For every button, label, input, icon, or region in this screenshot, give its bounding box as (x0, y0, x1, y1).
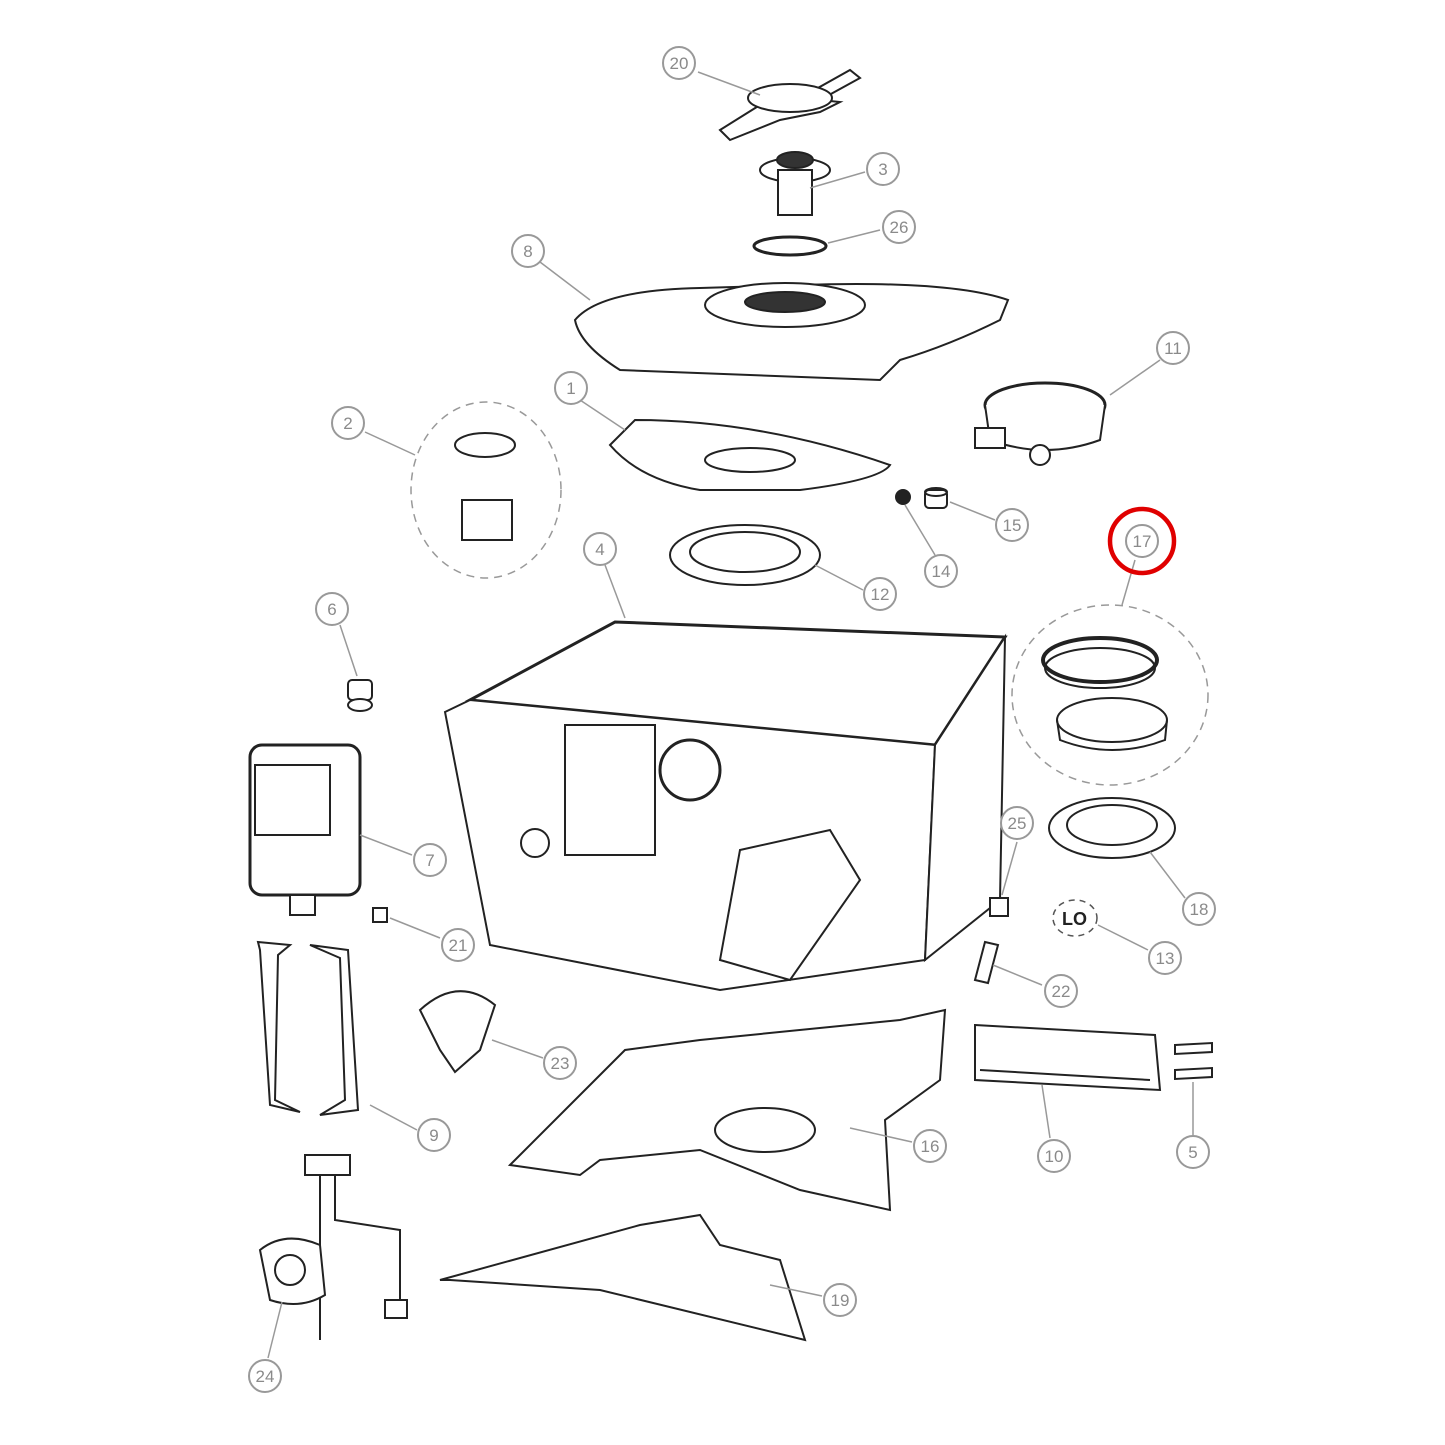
callout-10: 10 (1037, 1139, 1071, 1173)
callout-25: 25 (1000, 806, 1034, 840)
svg-text:11: 11 (1164, 339, 1182, 358)
svg-text:15: 15 (1003, 516, 1022, 535)
callout-3: 3 (866, 152, 900, 186)
svg-text:20: 20 (670, 54, 689, 73)
callout-23: 23 (543, 1046, 577, 1080)
svg-text:7: 7 (425, 851, 434, 870)
part-25 (989, 897, 1009, 917)
svg-text:16: 16 (921, 1137, 940, 1156)
callout-2: 2 (331, 406, 365, 440)
callout-1: 1 (554, 371, 588, 405)
svg-text:22: 22 (1052, 982, 1071, 1001)
part-26-o-ring (752, 235, 828, 257)
callout-16: 16 (913, 1129, 947, 1163)
callout-6: 6 (315, 592, 349, 626)
part-22 (973, 940, 1000, 985)
svg-text:12: 12 (871, 585, 890, 604)
callout-14: 14 (924, 554, 958, 588)
svg-text:18: 18 (1190, 900, 1209, 919)
svg-text:8: 8 (523, 242, 532, 261)
part-19 (439, 1213, 823, 1342)
part-1-cover (579, 399, 892, 491)
callout-11: 11 (1156, 331, 1190, 365)
callout-19: 19 (823, 1283, 857, 1317)
part-4-tub (443, 564, 1008, 992)
svg-text:10: 10 (1045, 1147, 1064, 1166)
svg-text:26: 26 (890, 218, 909, 237)
part-24 (258, 1154, 408, 1359)
svg-text:LO: LO (1062, 909, 1087, 929)
part-7-controller (248, 743, 413, 916)
part-14 (895, 489, 911, 505)
callout-21: 21 (441, 928, 475, 962)
part-11-pump (974, 359, 1161, 466)
svg-text:19: 19 (831, 1291, 850, 1310)
callouts: 1234567891011121314151617181920212223242… (248, 46, 1216, 1393)
callout-9: 9 (417, 1118, 451, 1152)
part-12-ring (669, 524, 864, 591)
svg-text:14: 14 (932, 562, 951, 581)
part-20-spray-arm (697, 68, 862, 142)
part-21 (372, 907, 388, 923)
callout-24: 24 (248, 1359, 282, 1393)
part-13: LO (1052, 899, 1149, 951)
highlight-ring (1107, 506, 1177, 576)
callout-18: 18 (1182, 892, 1216, 926)
callout-12: 12 (863, 577, 897, 611)
svg-text:3: 3 (878, 160, 887, 179)
svg-text:21: 21 (449, 936, 468, 955)
callout-17: 17 (1125, 524, 1159, 558)
svg-text:25: 25 (1008, 814, 1027, 833)
svg-text:5: 5 (1188, 1143, 1197, 1162)
part-17-group (1011, 559, 1209, 786)
svg-text:17: 17 (1133, 532, 1152, 551)
part-2-group (364, 401, 562, 579)
part-8-filter-plate (539, 261, 1010, 382)
part-18 (1048, 797, 1186, 899)
callout-7: 7 (413, 843, 447, 877)
svg-text:23: 23 (551, 1054, 570, 1073)
svg-text:24: 24 (256, 1367, 275, 1386)
callout-15: 15 (995, 508, 1029, 542)
svg-text:4: 4 (595, 540, 604, 559)
svg-text:1: 1 (566, 379, 575, 398)
callout-26: 26 (882, 210, 916, 244)
part-5 (1174, 1041, 1213, 1135)
svg-text:9: 9 (429, 1126, 438, 1145)
part-3-hub (759, 151, 866, 216)
part-15 (924, 487, 948, 509)
part-23 (418, 990, 544, 1074)
part-16-base (507, 1008, 947, 1212)
callout-4: 4 (583, 532, 617, 566)
svg-text:13: 13 (1156, 949, 1175, 968)
part-9-bracket (256, 940, 418, 1131)
svg-text:2: 2 (343, 414, 352, 433)
callout-22: 22 (1044, 974, 1078, 1008)
svg-text:6: 6 (327, 600, 336, 619)
callout-5: 5 (1176, 1135, 1210, 1169)
part-6 (339, 624, 373, 712)
part-10-panel (974, 1023, 1162, 1139)
callout-20: 20 (662, 46, 696, 80)
callout-13: 13 (1148, 941, 1182, 975)
callout-8: 8 (511, 234, 545, 268)
